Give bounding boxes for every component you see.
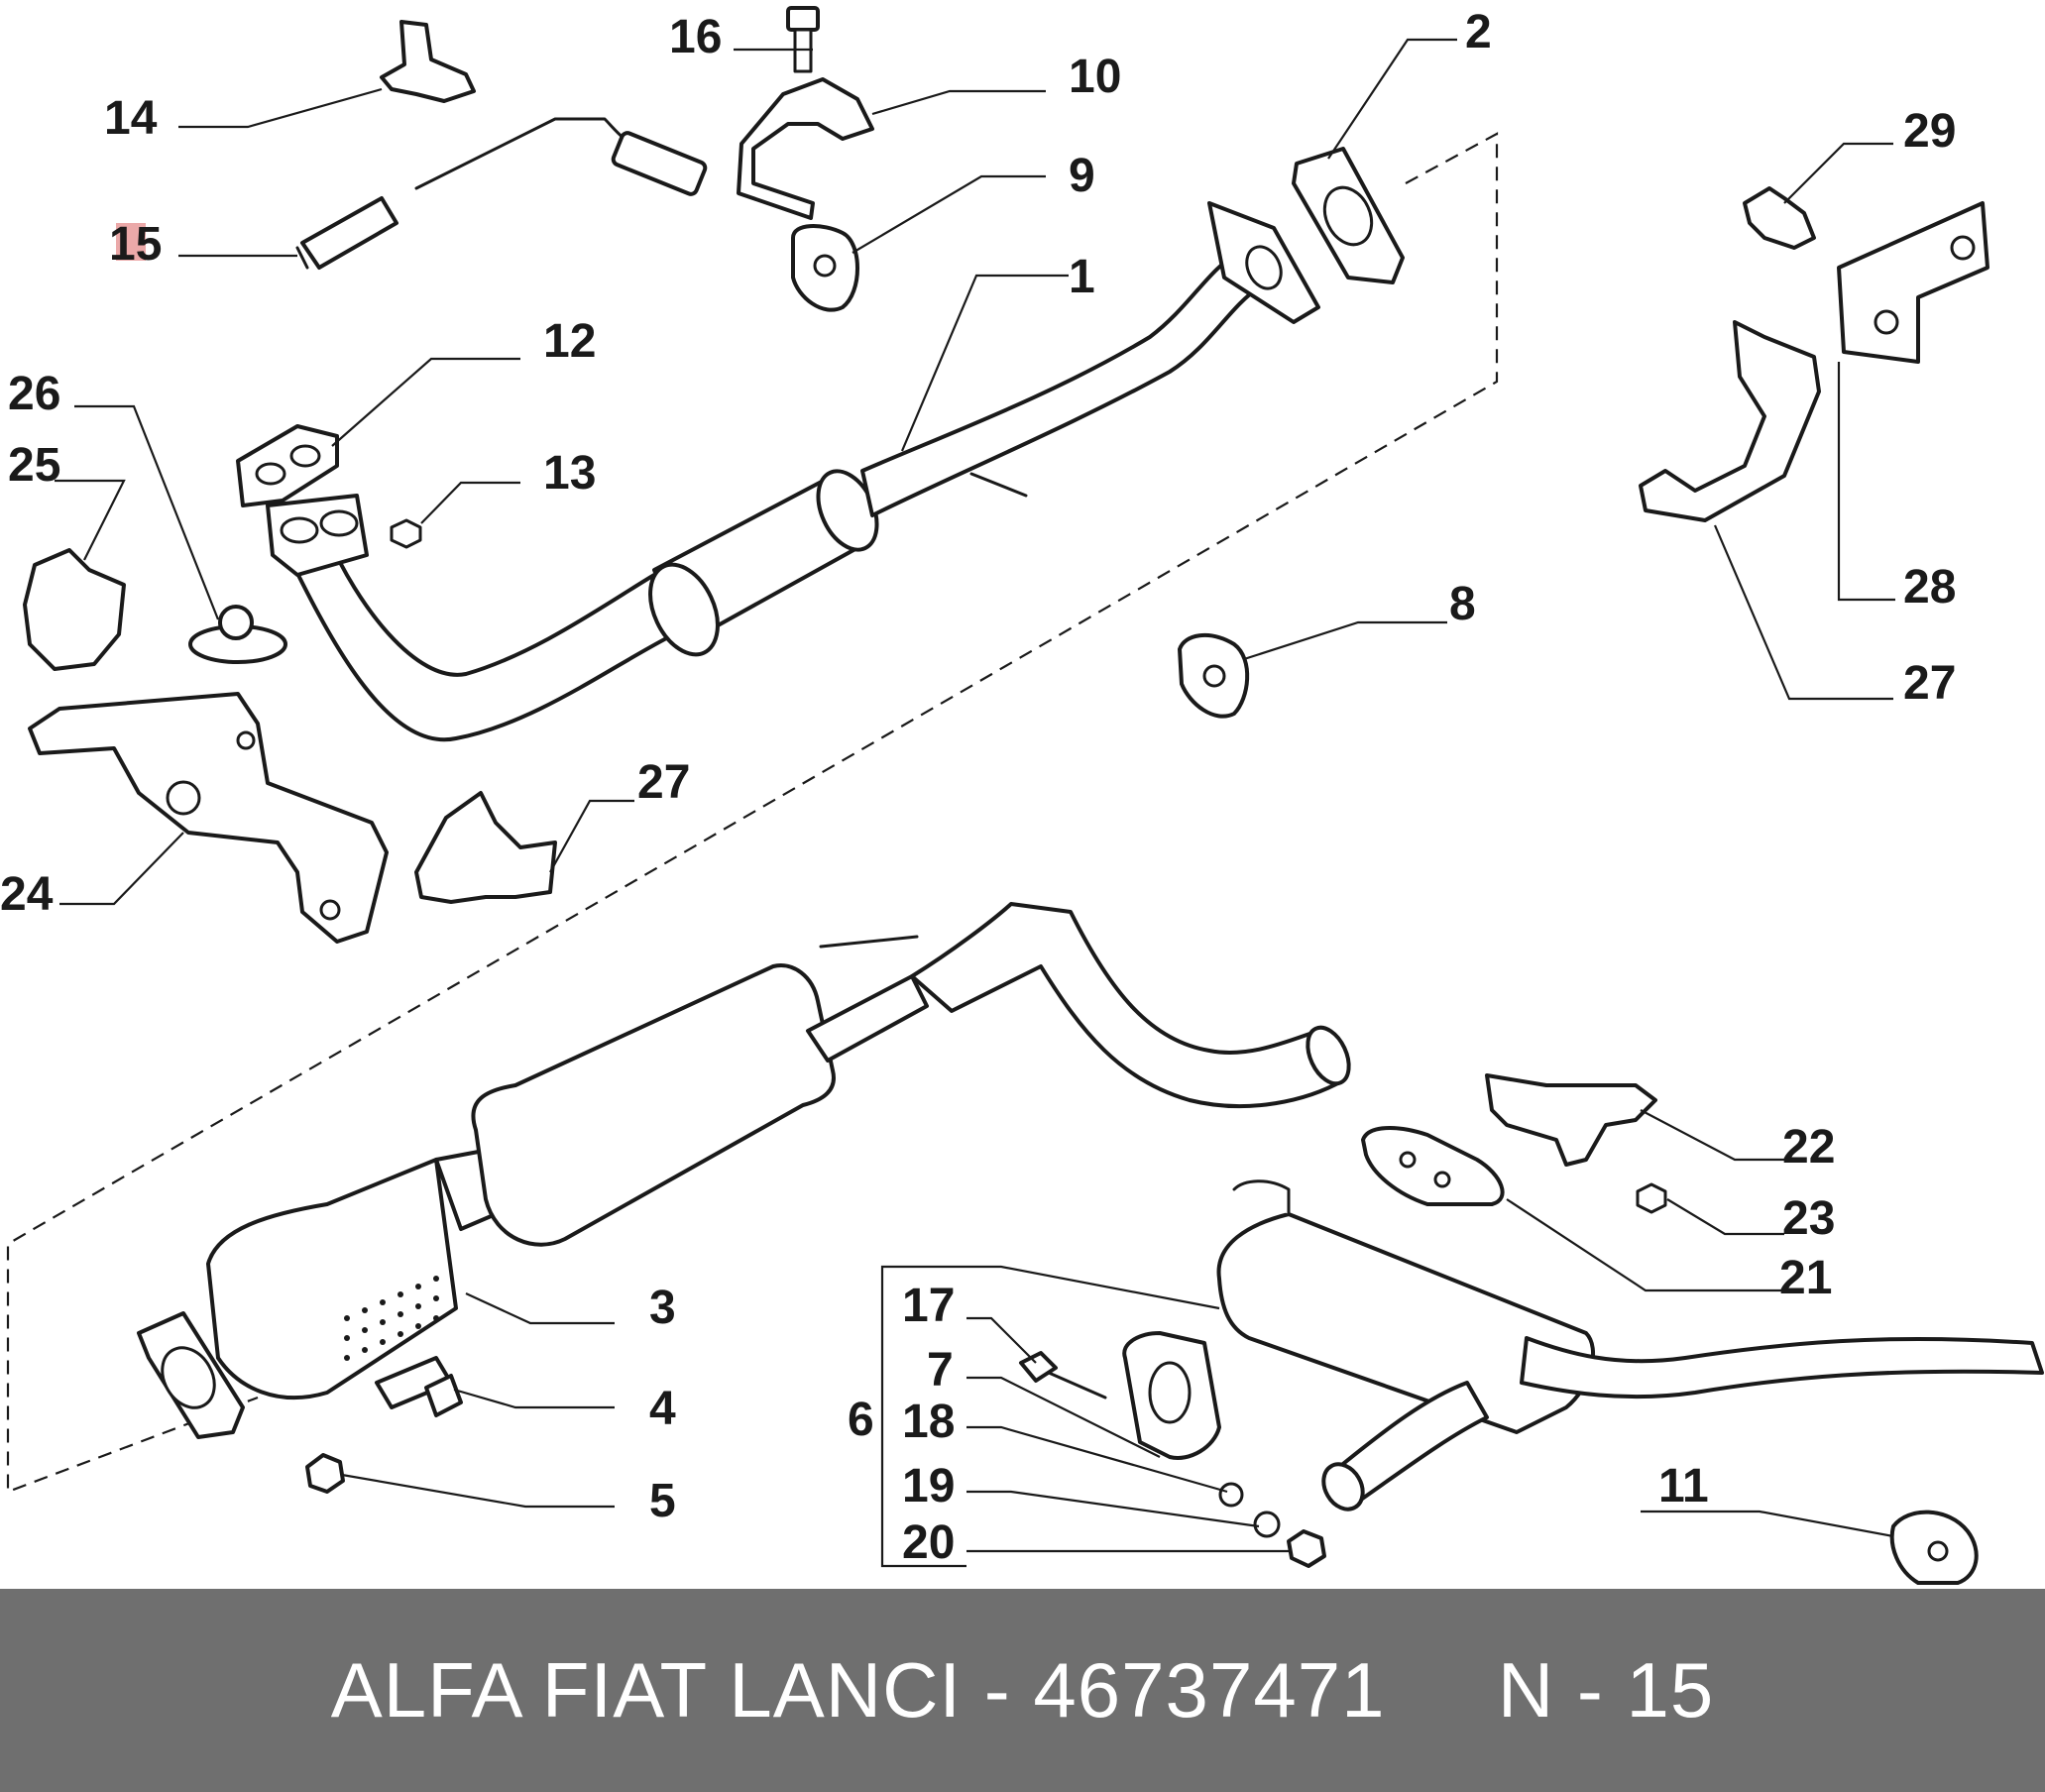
part-23-nut: [1636, 1182, 1667, 1214]
separator: -: [983, 1646, 1011, 1734]
callout-19: 19: [902, 1460, 955, 1512]
callouts: 1 2 3 4 5 6 7 8 9 10 11 12 13 14 15 16 1…: [0, 6, 1956, 1569]
callout-22: 22: [1782, 1121, 1835, 1174]
part-20-nut: [1287, 1529, 1326, 1568]
callout-27-left: 27: [637, 756, 690, 809]
part-info-text: ALFA FIAT LANCI - 46737471 N - 15: [331, 1645, 1714, 1736]
part-1-front-pipe: [266, 201, 1320, 742]
part-16-bolt: [786, 6, 820, 73]
part-22-bracket: [1485, 1073, 1657, 1167]
callout-12: 12: [543, 315, 596, 368]
group-6-bracket: [880, 1265, 966, 1568]
rear-silencer: [1216, 1179, 2044, 1512]
part-6-flange: [1122, 1331, 1221, 1460]
part-9-rubber-mount: [791, 224, 859, 312]
callout-6: 6: [848, 1394, 874, 1446]
brand-label: ALFA FIAT LANCI: [330, 1646, 963, 1734]
part-4-bolt: [375, 1356, 463, 1417]
diagram-position: N - 15: [1497, 1646, 1715, 1734]
callout-5: 5: [649, 1475, 676, 1527]
part-17-bolt: [1019, 1351, 1107, 1400]
intermediate-silencer: [471, 902, 1351, 1247]
part-25-clamp: [23, 548, 126, 671]
callout-25: 25: [8, 439, 60, 492]
callout-23: 23: [1782, 1192, 1835, 1245]
part-info-banner: ALFA FIAT LANCI - 46737471 N - 15: [0, 1589, 2045, 1792]
part-15-lambda-sensor: [295, 117, 708, 270]
part-13-nut: [390, 518, 422, 549]
part-29-clip: [1743, 186, 1816, 250]
part-21-shield: [1361, 1126, 1505, 1206]
callout-24: 24: [0, 868, 54, 921]
callout-14: 14: [104, 92, 158, 145]
part-27-clamp-left: [414, 791, 557, 904]
callout-18: 18: [902, 1396, 955, 1448]
diagram-canvas: 1 2 3 4 5 6 7 8 9 10 11 12 13 14 15 16 1…: [0, 6, 2044, 1585]
callout-2: 2: [1465, 6, 1492, 58]
callout-13: 13: [543, 447, 596, 500]
callout-28: 28: [1903, 561, 1956, 614]
part-28-bracket: [1837, 201, 1989, 364]
callout-1: 1: [1069, 251, 1095, 303]
part-number: 46737471: [1033, 1646, 1386, 1734]
callout-16: 16: [669, 11, 722, 63]
callout-9: 9: [1069, 150, 1095, 202]
part-12-gasket: [236, 424, 339, 507]
highlight-15: [116, 223, 146, 261]
part-27-bracket-right: [1639, 320, 1821, 522]
callout-8: 8: [1449, 578, 1476, 630]
part-26-cap: [188, 605, 287, 664]
callout-27-right: 27: [1903, 657, 1956, 710]
callout-29: 29: [1903, 105, 1956, 158]
callout-10: 10: [1069, 51, 1121, 103]
assembly-outline: [6, 132, 1499, 1494]
callout-17: 17: [902, 1280, 955, 1332]
perforated-shield: [344, 1276, 439, 1361]
part-18-washer: [1218, 1482, 1244, 1508]
part-19-washer: [1253, 1511, 1281, 1538]
part-5-nut: [305, 1453, 345, 1494]
part-24-bracket: [28, 692, 389, 944]
part-3-catalytic-converter: [137, 1143, 532, 1439]
callout-3: 3: [649, 1282, 676, 1334]
part-11-rubber-mount: [1889, 1510, 1979, 1585]
callout-11: 11: [1658, 1460, 1709, 1512]
callout-26: 26: [8, 368, 60, 420]
part-14-bracket: [380, 20, 476, 103]
part-10-bracket: [737, 77, 874, 220]
callout-4: 4: [649, 1383, 676, 1435]
callout-7: 7: [927, 1344, 954, 1397]
part-8-rubber-mount: [1178, 632, 1250, 719]
callout-20: 20: [902, 1516, 955, 1569]
callout-21: 21: [1779, 1252, 1832, 1304]
leader-lines: [55, 38, 1895, 1553]
callout-15: 15: [109, 218, 162, 271]
part-2-gasket: [1292, 147, 1405, 284]
